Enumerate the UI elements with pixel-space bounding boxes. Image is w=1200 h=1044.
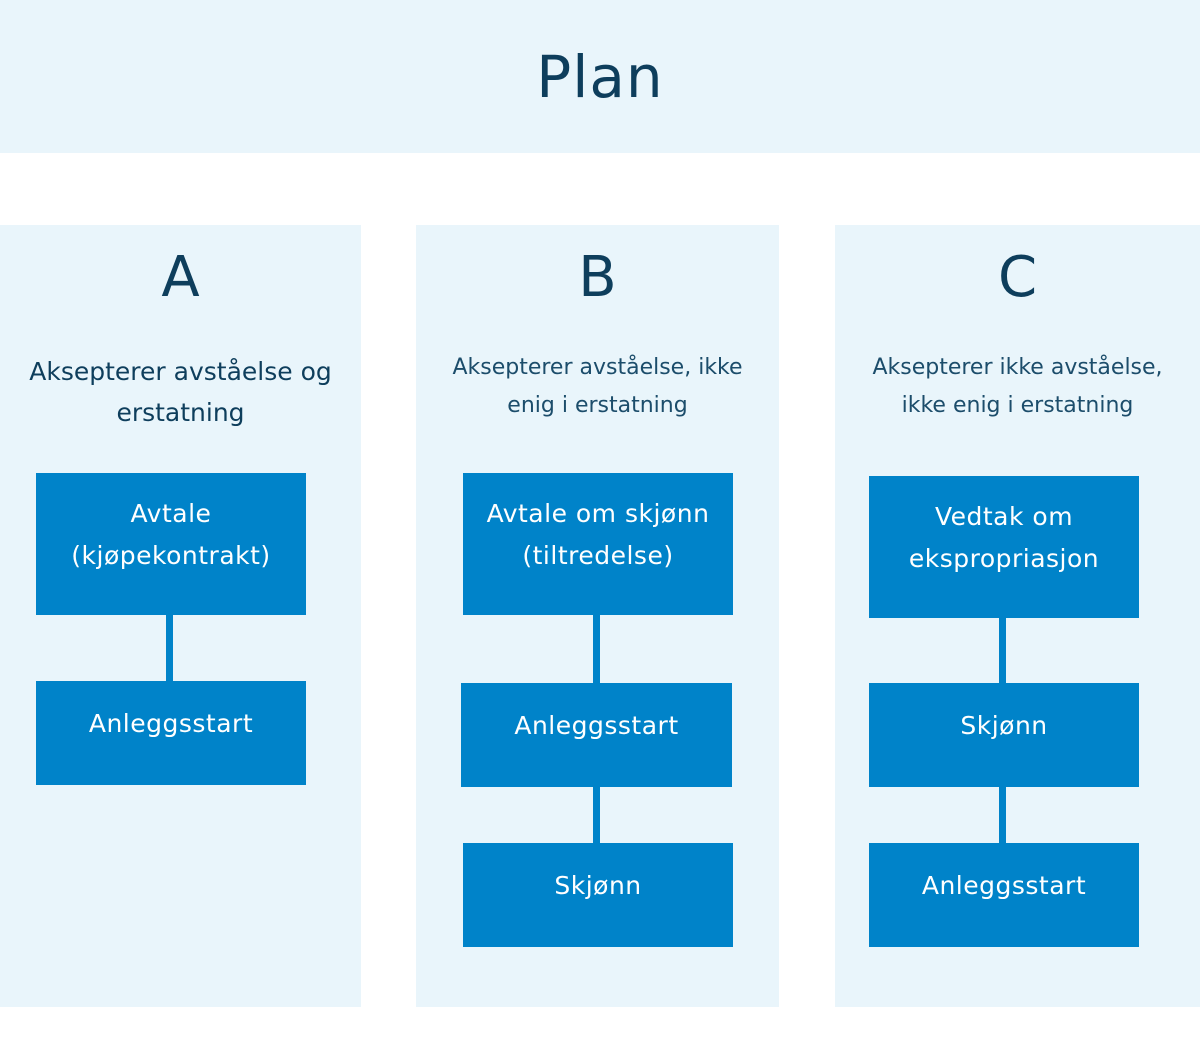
step-line: (tiltredelse): [522, 541, 674, 570]
column-a: A Aksepterer avståelse og erstatning: [0, 225, 361, 1007]
step-line: Avtale: [130, 499, 212, 528]
step-box-skjonn: Skjønn: [463, 843, 733, 947]
subtitle-line: enig i erstatning: [507, 393, 688, 418]
connector-line: [593, 787, 600, 843]
step-box-avtale: Avtale (kjøpekontrakt): [36, 473, 306, 615]
page-title: Plan: [536, 42, 664, 111]
column-letter: A: [161, 245, 200, 310]
step-line: ekspropriasjon: [908, 544, 1100, 573]
subtitle-line: Aksepterer ikke avståelse,: [872, 355, 1163, 380]
connector-line: [166, 615, 173, 681]
subtitle-line: erstatning: [116, 398, 245, 427]
connector-line: [593, 615, 600, 683]
column-letter: B: [578, 245, 617, 310]
step-box-anleggsstart: Anleggsstart: [461, 683, 732, 787]
subtitle-line: Aksepterer avståelse, ikke: [452, 355, 743, 380]
step-line: Skjønn: [554, 871, 642, 900]
column-subtitle: Aksepterer avståelse og erstatning: [8, 351, 353, 433]
step-line: Vedtak om: [934, 502, 1074, 531]
step-box-anleggsstart: Anleggsstart: [36, 681, 306, 785]
column-letter: C: [997, 245, 1038, 310]
step-line: Anleggsstart: [921, 871, 1087, 900]
step-box-skjonn: Skjønn: [869, 683, 1139, 787]
subtitle-line: ikke enig i erstatning: [901, 393, 1134, 418]
step-line: Skjønn: [960, 711, 1048, 740]
step-line: Avtale om skjønn: [486, 499, 710, 528]
connector-line: [999, 618, 1006, 683]
connector-line: [999, 787, 1006, 843]
step-box-avtale-om-skjonn: Avtale om skjønn (tiltredelse): [463, 473, 733, 615]
step-line: Anleggsstart: [514, 711, 679, 740]
step-line: Anleggsstart: [88, 709, 254, 738]
step-box-vedtak-om-ekspropriasjon: Vedtak om ekspropriasjon: [869, 476, 1139, 618]
column-subtitle: Aksepterer ikke avståelse, ikke enig i e…: [843, 349, 1192, 425]
step-line: (kjøpekontrakt): [71, 541, 271, 570]
header-banner: Plan: [0, 0, 1200, 153]
column-subtitle: Aksepterer avståelse, ikke enig i erstat…: [424, 349, 771, 425]
subtitle-line: Aksepterer avståelse og: [29, 357, 332, 386]
step-box-anleggsstart: Anleggsstart: [869, 843, 1139, 947]
